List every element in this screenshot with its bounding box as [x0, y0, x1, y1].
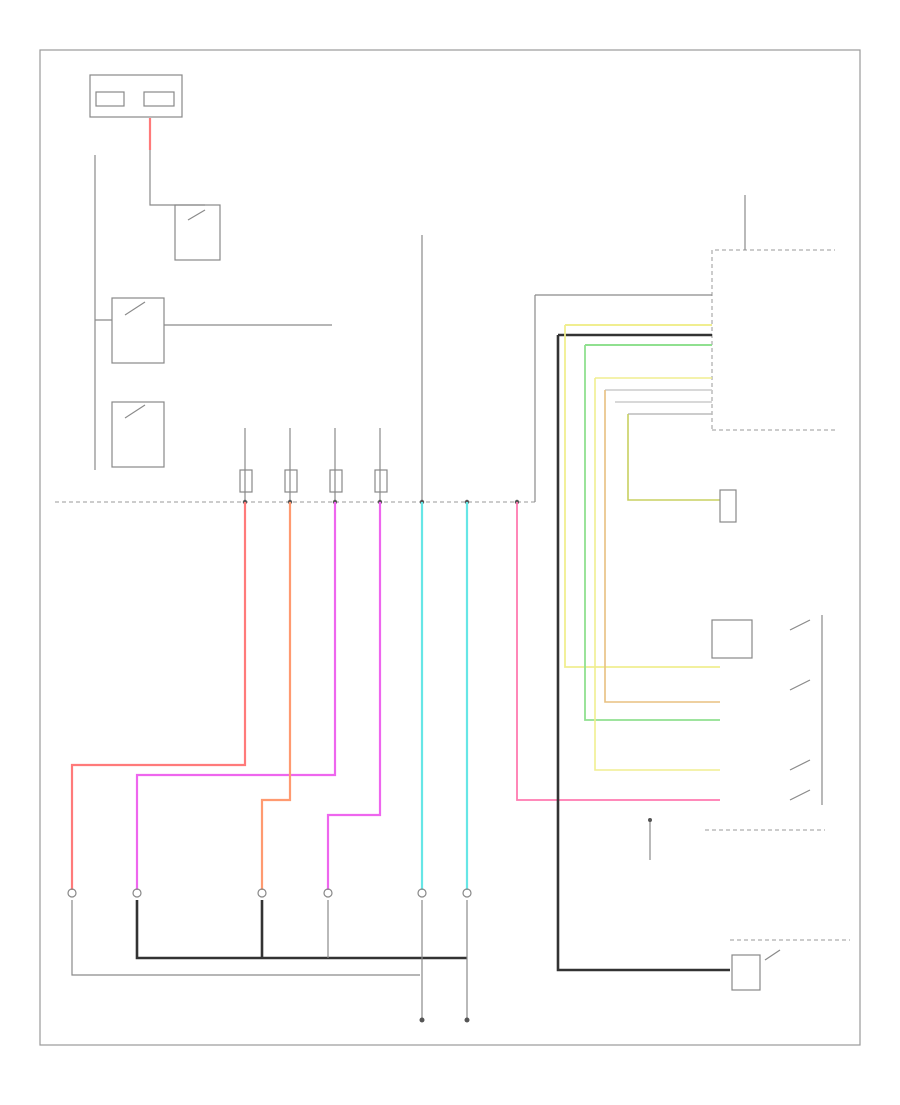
relay-switch-icon — [124, 404, 146, 419]
fuse-icon — [284, 469, 298, 493]
fuse-icon — [329, 469, 343, 493]
switch-contact-icon — [789, 619, 811, 631]
ambient-light-sensor — [627, 414, 737, 523]
headlamp-bulbs — [67, 888, 472, 898]
relay-box — [111, 401, 165, 468]
sensor-switch-icon — [764, 949, 781, 961]
switch-contact-icon — [789, 759, 811, 771]
wire-yellow-to-switch — [564, 325, 720, 668]
wire-yellow-2-to-switch — [594, 378, 720, 771]
relay-box — [111, 297, 165, 364]
wire-pink-to-switch — [516, 502, 720, 801]
ground-dot — [648, 818, 652, 822]
body-control-module — [534, 195, 835, 502]
wire-tan-to-switch — [604, 390, 720, 703]
bulb-icon — [257, 888, 267, 898]
fuse-icon — [239, 469, 253, 493]
bulb-icon — [132, 888, 142, 898]
fuse-icon — [95, 91, 125, 107]
wire-green-to-switch — [584, 345, 720, 721]
wire-magenta-right-high — [326, 502, 382, 890]
sensor-icon — [731, 954, 761, 991]
bulb-icon — [417, 888, 427, 898]
ground-wire-black — [135, 900, 467, 960]
sensor-icon — [719, 489, 737, 523]
fuse-icon — [143, 91, 175, 107]
ground-point-icon — [419, 1017, 425, 1023]
underhood-fuse-block — [89, 74, 183, 118]
wire-magenta-left-high — [135, 502, 337, 890]
wire-orange-right-low — [260, 502, 292, 890]
fuse-block-top-left — [89, 74, 205, 470]
fuse-icon — [374, 469, 388, 493]
ground-point-icon — [464, 1017, 470, 1023]
relay-switch-icon — [124, 301, 146, 316]
wire-black-to-sensor — [556, 335, 730, 972]
wire-sensor-signal — [627, 414, 720, 501]
relay-hi-beam — [95, 297, 332, 364]
relay-box — [174, 204, 221, 261]
wire-red-left-low — [70, 502, 247, 890]
switch-contact-icon — [789, 789, 811, 801]
headlamp-switch — [705, 615, 825, 831]
relay-fog-lamp — [174, 204, 221, 261]
switch-contact-icon — [789, 679, 811, 691]
sensor-bottom-right — [730, 939, 850, 991]
bulb-icon — [67, 888, 77, 898]
switch-knob-icon — [711, 619, 753, 659]
bulb-icon — [323, 888, 333, 898]
relay-lo-beam — [111, 401, 165, 468]
bulb-icon — [462, 888, 472, 898]
diagram-frame — [39, 49, 861, 1046]
relay-switch-icon — [187, 209, 206, 221]
fuse-feed-wire — [149, 150, 205, 206]
ground-wire-left — [71, 900, 420, 976]
